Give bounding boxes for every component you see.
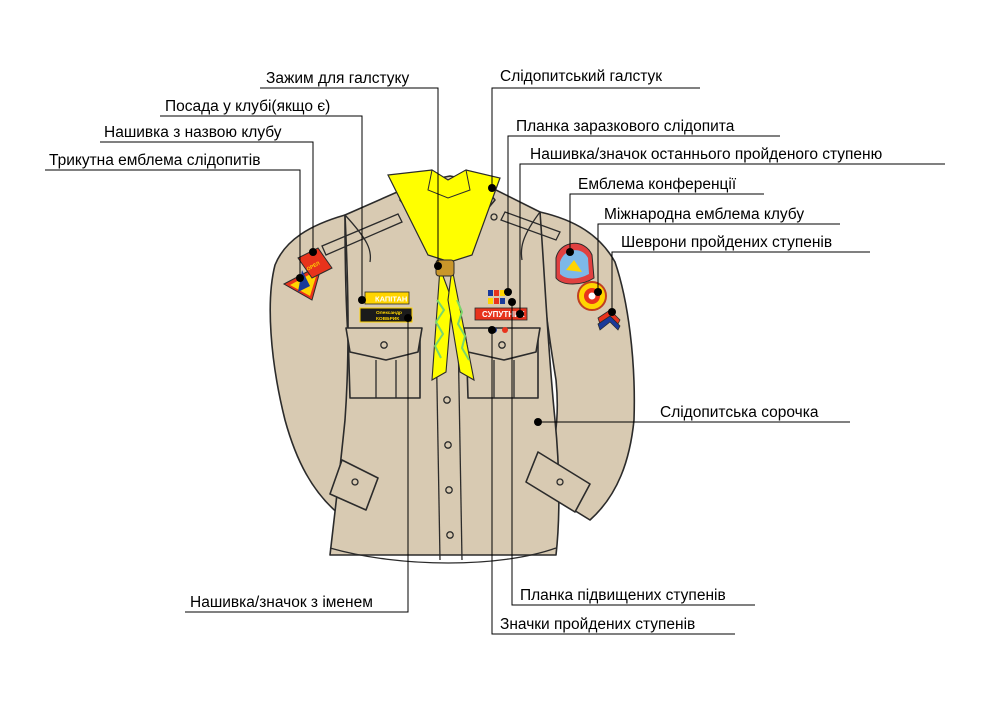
labels: Зажим для галстуку Слідопитський галстук… [49,68,882,633]
svg-text:КОВБРИК: КОВБРИК [376,316,399,322]
shirt-button [443,396,451,404]
exemplary-scout-bar [488,290,505,296]
label-club-name-patch: Нашивка з назвою клубу [104,124,282,141]
label-exemplary-bar: Планка заразкового слідопита [516,118,735,135]
pocket-button [380,341,388,349]
collar-button [490,213,498,221]
leader-lines [45,87,945,635]
position-patch: КАПІТАН [364,291,410,305]
pocket-button [498,341,506,349]
shirt-button [446,531,454,539]
label-club-position: Посада у клубі(якщо є) [165,98,330,115]
label-tie-clip: Зажим для галстуку [266,70,409,87]
label-triangle-emblem: Трикутна емблема слідопитів [49,152,260,169]
club-name-patch: ОРЕЛ [297,247,333,279]
label-name-patch: Нашивка/значок з іменем [190,594,373,611]
label-level-pins: Значки пройдених ступенів [500,616,695,633]
label-shirt: Слідопитська сорочка [660,404,819,421]
label-last-level-patch: Нашивка/значок останнього пройденого сту… [530,146,882,163]
international-club-emblem [577,281,607,311]
label-tie: Слідопитський галстук [500,68,662,85]
advanced-levels-bar [488,298,505,304]
cuff-button [556,478,564,486]
shirt-button [444,441,452,449]
shirt-button [445,486,453,494]
last-level-patch: СУПУТНИК [474,307,528,321]
label-chevrons: Шеврони пройдених ступенів [621,234,832,251]
label-advanced-levels-bar: Планка підвищених ступенів [520,587,726,604]
conference-emblem [555,242,595,285]
name-patch: Олександр КОВБРИК [359,307,413,323]
label-conference-emblem: Емблема конференції [578,176,737,193]
cuff-button [351,478,359,486]
svg-text:СУПУТНИК: СУПУТНИК [482,310,525,319]
label-intl-club-emblem: Міжнародна емблема клубу [604,206,804,223]
svg-text:КАПІТАН: КАПІТАН [375,295,407,304]
svg-text:Олександр: Олександр [376,310,402,316]
